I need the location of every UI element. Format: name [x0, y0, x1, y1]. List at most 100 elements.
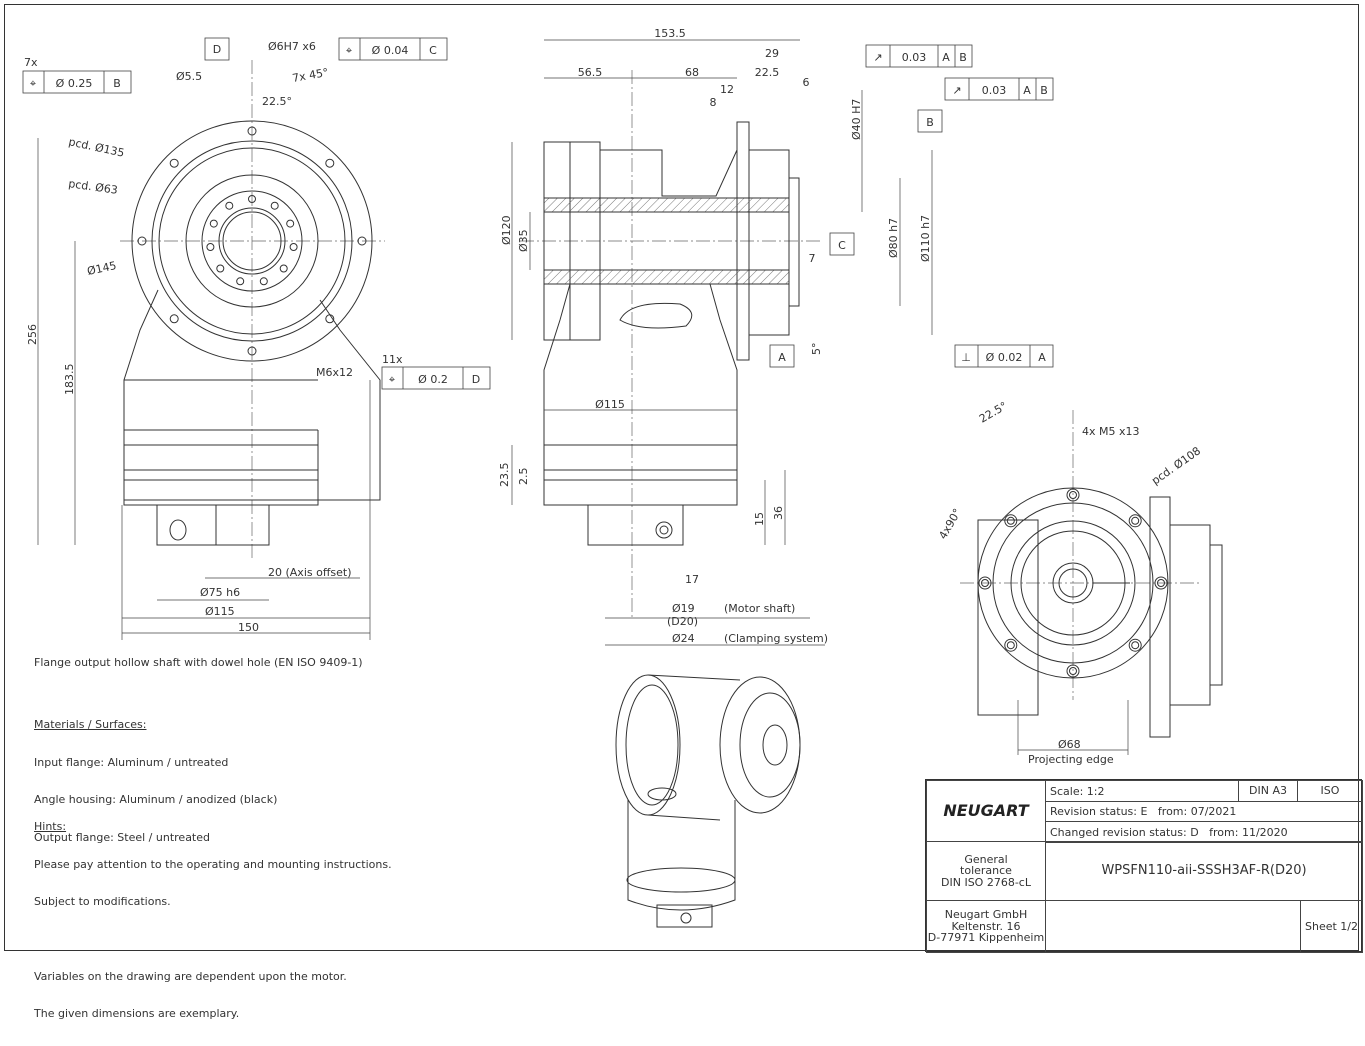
dim-d80: Ø80 h7 — [887, 218, 900, 258]
company-address: Neugart GmbH Keltenstr. 16 D-77971 Kippe… — [926, 900, 1046, 953]
bolt-hole — [1128, 514, 1142, 528]
gtol-c-ref: A — [1038, 351, 1046, 364]
gtol-a-r1: A — [942, 51, 950, 64]
bolt-hole — [209, 219, 218, 228]
gtol2-sym: ⌖ — [30, 77, 36, 90]
dim-h183: 183.5 — [63, 364, 76, 396]
dim-l8: 8 — [710, 96, 717, 109]
dim-pcd108: pcd. Ø108 — [1149, 444, 1203, 487]
bolt-hole — [248, 195, 256, 203]
dim-h23: 23.5 — [498, 463, 511, 488]
empty-cell — [1045, 900, 1301, 953]
bolt-hole — [225, 201, 234, 210]
bolt-hole — [1004, 638, 1018, 652]
side-view — [520, 70, 820, 620]
gtol3-sym: ⌖ — [389, 373, 395, 386]
bolt-hole — [236, 277, 245, 286]
scale: Scale: 1:2 — [1045, 780, 1239, 802]
dim-d115-front: Ø115 — [205, 605, 235, 618]
bolt-hole — [286, 219, 295, 228]
changed-revision: Changed revision status: D from: 11/2020 — [1045, 821, 1363, 843]
dim-pcd63: pcd. Ø63 — [68, 177, 119, 197]
dim-angle: 22.5° — [262, 95, 292, 108]
bolt-hole — [247, 126, 257, 136]
dim-ang90: 4x90° — [936, 506, 964, 541]
note-flange: Flange output hollow shaft with dowel ho… — [34, 656, 363, 669]
dim-hole: Ø5.5 — [176, 70, 202, 83]
gtol-b-r2: B — [1040, 84, 1048, 97]
tolerance-frames — [22, 37, 1054, 390]
dim-motor: (Motor shaft) — [724, 602, 795, 615]
dim-d24: Ø24 — [672, 632, 695, 645]
dim-d115-side: Ø115 — [595, 398, 625, 411]
bolt-head — [1131, 516, 1140, 525]
bolt-hole — [1066, 664, 1080, 678]
neugart-logo: NEUGART — [943, 801, 1029, 821]
dim-h2: 2.5 — [517, 468, 530, 486]
bolt-hole — [289, 243, 298, 251]
general-tolerance: General tolerance DIN ISO 2768-cL — [926, 841, 1046, 901]
gtol3-val: Ø 0.2 — [418, 373, 448, 386]
gtol1-ref: C — [429, 44, 437, 57]
dim-clamp: (Clamping system) — [724, 632, 828, 645]
material-line: Input flange: Aluminum / untreated — [34, 755, 229, 769]
gtol1-val: Ø 0.04 — [372, 44, 409, 57]
bolt-hole — [978, 576, 992, 590]
count-7x: 7x — [24, 56, 38, 69]
hint-line: Variables on the drawing are dependent u… — [34, 969, 347, 983]
dim-l68: 68 — [685, 66, 699, 79]
technical-drawing: D Ø6H7 x6 ⌖ Ø 0.04 C 7x ⌖ Ø 0.25 B Ø5.5 … — [22, 27, 1223, 928]
dim-l12: 12 — [720, 83, 734, 96]
bolt-hole — [216, 264, 225, 273]
datum-a: A — [778, 351, 786, 364]
gtol2-ref: B — [113, 77, 121, 90]
hint-line: The given dimensions are exemplary. — [34, 1007, 240, 1020]
bolt-head — [1069, 667, 1077, 675]
dim-dowel: Ø6H7 x6 — [268, 40, 316, 53]
gtol-a-r2: B — [959, 51, 967, 64]
material-line: Angle housing: Aluminum / anodized (blac… — [34, 793, 278, 806]
bolt-hole — [206, 243, 215, 251]
dim-w150: 150 — [238, 621, 259, 634]
dim-d110: Ø110 h7 — [919, 215, 932, 262]
dim-l7: 7 — [809, 252, 816, 265]
bolt-hole — [169, 314, 179, 324]
bolt-hole — [247, 346, 257, 356]
dim-m5: 4x M5 x13 — [1082, 425, 1140, 438]
dim-chamfer: 7x 45° — [291, 66, 329, 85]
dim-l153: 153.5 — [654, 27, 686, 40]
gtol-b-sym: ↗ — [952, 84, 961, 97]
bolt-head — [981, 579, 989, 587]
dim-h256: 256 — [26, 324, 39, 345]
dim-pcd135: pcd. Ø135 — [67, 135, 125, 159]
gtol2-val: Ø 0.25 — [56, 77, 93, 90]
sheet-number: Sheet 1/2 — [1300, 900, 1363, 953]
dim-offset: 20 (Axis offset) — [268, 566, 352, 579]
part-number: WPSFN110-aii-SSSH3AF-R(D20) — [1045, 841, 1363, 901]
sheet-frame — [4, 4, 1359, 951]
bolt-hole — [1004, 514, 1018, 528]
bolt-hole — [259, 277, 268, 286]
dim-edge: Projecting edge — [1028, 753, 1114, 766]
dim-ang5: 5° — [810, 343, 823, 356]
dim-l22: 22.5 — [755, 66, 780, 79]
bolt-hole — [357, 236, 367, 246]
drawing-sheet: D Ø6H7 x6 ⌖ Ø 0.04 C 7x ⌖ Ø 0.25 B Ø5.5 … — [4, 4, 1363, 1020]
bolt-head — [1157, 579, 1165, 587]
bolt-head — [1131, 641, 1140, 650]
bolt-head — [1006, 516, 1015, 525]
gtol-a-sym: ↗ — [873, 51, 882, 64]
dim-h36: 36 — [772, 506, 785, 520]
datum-d: D — [213, 43, 221, 56]
bolt-hole — [325, 158, 335, 168]
standard: ISO — [1297, 780, 1363, 802]
gtol-c-sym: ⊥ — [961, 351, 971, 364]
bolt-hole — [1128, 638, 1142, 652]
bolt-hole — [169, 158, 179, 168]
bolt-hole — [279, 264, 288, 273]
hints-block: Hints: Please pay attention to the opera… — [34, 796, 392, 1046]
bolt-hole — [325, 314, 335, 324]
dim-l17: 17 — [685, 573, 699, 586]
bolt-head — [1006, 641, 1015, 650]
materials-block: Materials / Surfaces: Input flange: Alum… — [34, 694, 277, 869]
